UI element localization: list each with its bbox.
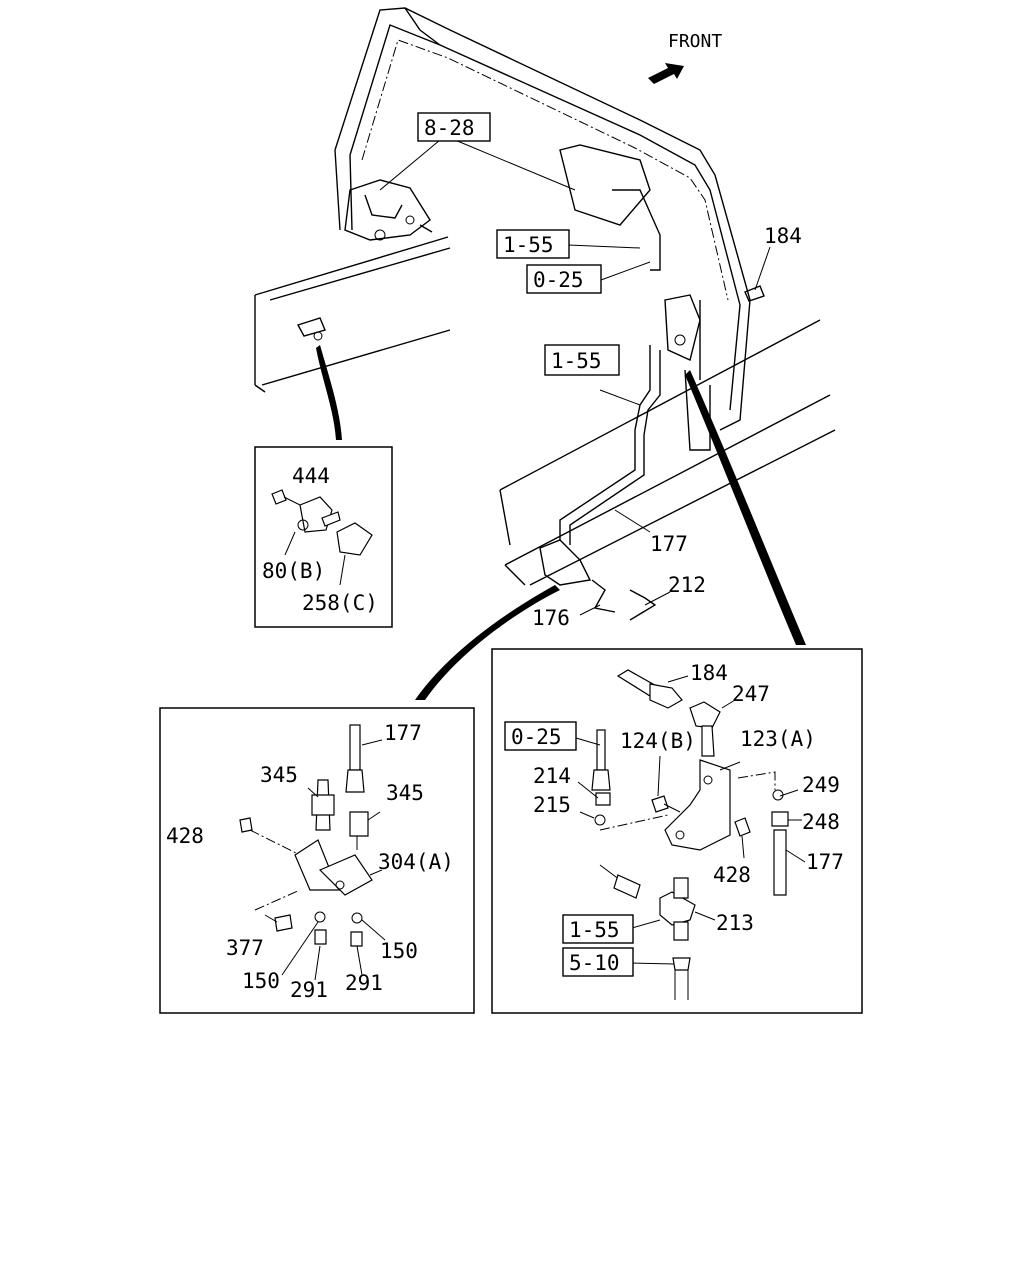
overview-leaders [379, 139, 771, 616]
overview-ref-box-0-25: 0-25 [526, 264, 602, 294]
svg-text:0-25: 0-25 [533, 268, 584, 292]
right-frame-rail [415, 319, 836, 700]
overview-ref-box-1-55-a: 1-55 [496, 229, 570, 259]
inset-bracket-label-428: 428 [166, 824, 204, 848]
front-arrow-icon [648, 63, 684, 84]
inset-valve-label-184: 184 [690, 661, 728, 685]
front-label: FRONT [668, 31, 722, 52]
inset-bracket-label-345-right: 345 [386, 781, 424, 805]
inset-bracket-label-177: 177 [384, 721, 422, 745]
front-direction-indicator: FRONT [648, 31, 722, 84]
inset-valve-ref-1-55: 1-55 [569, 918, 620, 942]
overview-label-176: 176 [532, 606, 570, 630]
overview-label-177: 177 [650, 532, 688, 556]
inset-valve-label-428: 428 [713, 863, 751, 887]
svg-text:8-28: 8-28 [424, 116, 475, 140]
inset-bracket-label-304a: 304(A) [378, 850, 454, 874]
inset-valve-label-124b: 124(B) [620, 729, 696, 753]
inset-bracket-label-291-right: 291 [345, 971, 383, 995]
callout-tail-tee [316, 345, 342, 440]
inset-tee-label-258c: 258(C) [302, 591, 378, 615]
svg-text:1-55: 1-55 [551, 349, 602, 373]
inset-bracket-label-345-left: 345 [260, 763, 298, 787]
inset-bracket-assembly: 177 345 345 428 304(A) 377 150 150 291 2… [159, 707, 475, 1014]
inset-valve-label-214: 214 [533, 764, 571, 788]
inset-bracket-label-291-left: 291 [290, 978, 328, 1002]
left-frame-rail [254, 236, 451, 440]
inset-valve-label-248: 248 [802, 810, 840, 834]
callout-tail-bracket [415, 585, 560, 700]
inset-tee-label-444: 444 [292, 464, 330, 488]
inset-valve-ref-5-10: 5-10 [569, 951, 620, 975]
overview-ref-box-8-28: 8-28 [417, 112, 491, 142]
inset-tee-fitting: 444 80(B) 258(C) [254, 446, 393, 628]
overview-label-212: 212 [668, 573, 706, 597]
overview-label-184: 184 [764, 224, 802, 248]
inset-valve-label-123a: 123(A) [740, 727, 816, 751]
inset-bracket-label-377: 377 [226, 936, 264, 960]
overview-ref-box-1-55-b: 1-55 [544, 344, 620, 376]
inset-valve-label-249: 249 [802, 773, 840, 797]
inset-bracket-label-150-right: 150 [380, 939, 418, 963]
inset-tee-label-80b: 80(B) [262, 559, 325, 583]
callout-tail-valve [685, 370, 806, 645]
inset-valve-label-177: 177 [806, 850, 844, 874]
inset-valve-label-215: 215 [533, 793, 571, 817]
inset-valve-label-247: 247 [732, 682, 770, 706]
inset-bracket-label-150-left: 150 [242, 969, 280, 993]
inset-valve-ref-0-25: 0-25 [511, 725, 562, 749]
svg-text:1-55: 1-55 [503, 233, 554, 257]
inset-valve-label-213: 213 [716, 911, 754, 935]
inset-valve-assembly: 0-25 1-55 5-10 184 247 124(B) 123(A) 214… [491, 648, 863, 1014]
